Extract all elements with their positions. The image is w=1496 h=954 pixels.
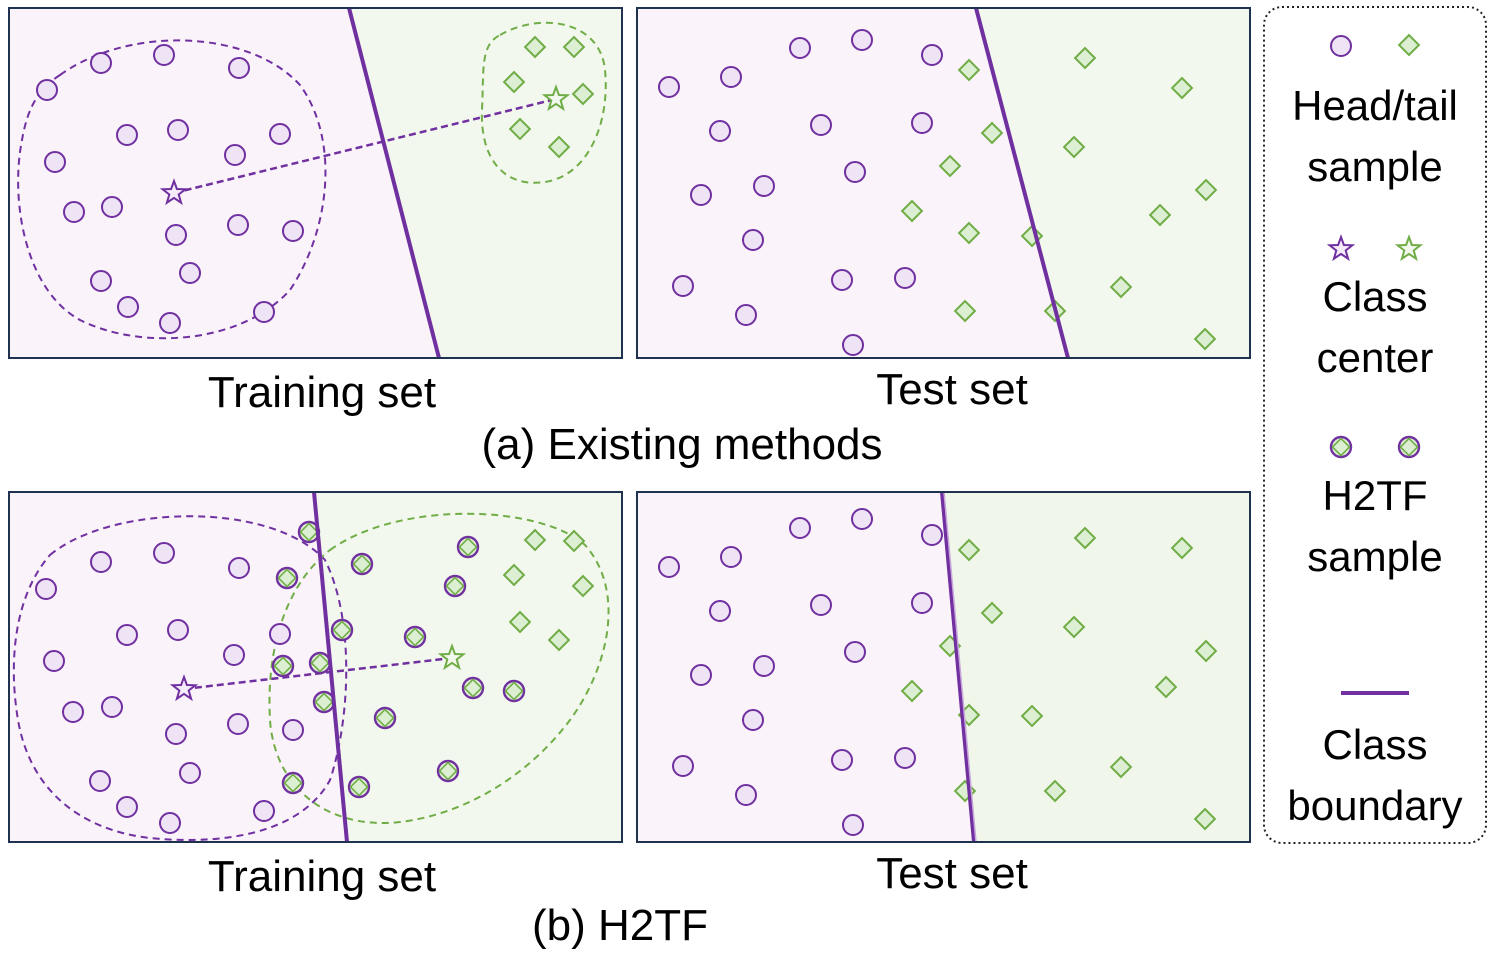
legend-h2tf-line1: H2TF (1323, 472, 1428, 519)
panel-b-test (636, 491, 1251, 843)
class-boundary (312, 491, 349, 843)
caption-a: (a) Existing methods (481, 420, 882, 469)
panel-a-training-label: Training set (208, 368, 436, 417)
legend-boundary-line2: boundary (1287, 782, 1462, 829)
panel-a-test (636, 7, 1251, 359)
panel-a-training (8, 7, 623, 359)
legend-sample-line2: sample (1307, 143, 1442, 190)
head-class-contour (12, 515, 348, 841)
class-boundary (940, 491, 976, 843)
tail-class-contour (480, 21, 607, 184)
panel-b-training-label: Training set (208, 852, 436, 901)
legend-center-line2: center (1317, 334, 1434, 381)
legend: Head/tail sample Class center H2TF sampl… (1263, 6, 1487, 844)
class-boundary (974, 7, 1070, 359)
legend-sample-line1: Head/tail (1292, 82, 1458, 129)
head-class-contour (17, 39, 327, 340)
legend-boundary-line1: Class (1322, 721, 1427, 768)
panel-b-test-label: Test set (876, 849, 1028, 898)
caption-b: (b) H2TF (532, 901, 708, 950)
h2tf-sample-icon-head (1329, 435, 1353, 459)
legend-center-line1: Class (1322, 273, 1427, 320)
class-boundary (347, 7, 441, 359)
head-sample-icon (1330, 35, 1352, 57)
panel-a-test-label: Test set (876, 365, 1028, 414)
tail-class-contour (268, 512, 610, 824)
h2tf-sample-icon-tail (1397, 435, 1421, 459)
panel-b-training (8, 491, 623, 843)
legend-h2tf-line2: sample (1307, 533, 1442, 580)
